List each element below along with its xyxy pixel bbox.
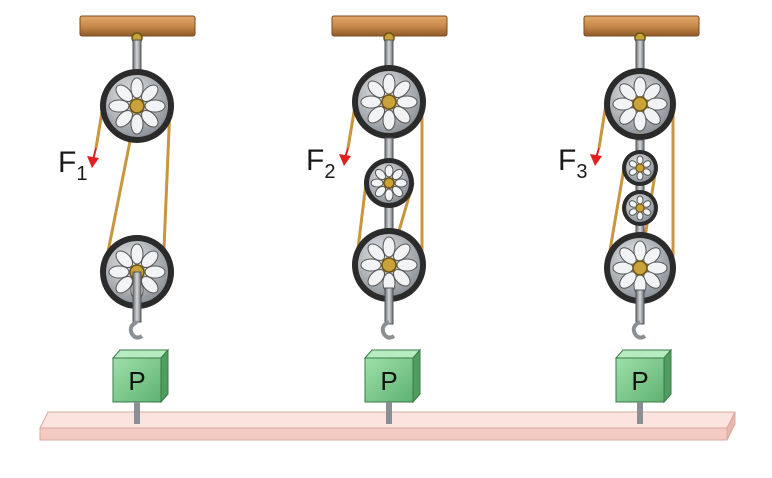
arrowhead-icon	[87, 156, 99, 168]
lower-rod	[132, 271, 142, 323]
arrowhead-icon	[339, 154, 351, 166]
small-pulley-wheel-lower	[622, 190, 658, 226]
top-pulley-wheel	[352, 65, 426, 139]
top-pulley-wheel	[100, 69, 174, 143]
force-label: F3	[558, 144, 587, 183]
top-pulley-wheel	[604, 68, 676, 140]
hook-icon	[128, 320, 144, 340]
support-post	[134, 402, 140, 424]
force-label: F2	[306, 144, 335, 183]
weight-block: P	[363, 348, 422, 404]
weight-label: P	[128, 366, 145, 396]
force-label: F1	[58, 146, 87, 185]
small-pulley-wheel-upper	[622, 150, 658, 186]
pulley-system-2: P F2	[306, 15, 448, 424]
weight-label: P	[631, 366, 648, 396]
pulley-system-3: P F3	[558, 15, 700, 424]
pulley-system-1: P F1	[58, 15, 196, 424]
hook-icon	[380, 320, 396, 340]
hook-icon	[631, 320, 647, 340]
middle-pulley-wheel	[364, 158, 414, 208]
lower-rod	[635, 289, 645, 325]
weight-label: P	[380, 366, 397, 396]
bottom-pulley-wheel	[604, 232, 676, 304]
arrowhead-icon	[590, 154, 602, 166]
weight-block: P	[614, 348, 673, 404]
bottom-pulley-wheel	[352, 228, 426, 302]
support-post	[637, 402, 643, 424]
lower-rod	[384, 287, 394, 325]
weight-block: P	[111, 348, 170, 404]
support-post	[386, 402, 392, 424]
